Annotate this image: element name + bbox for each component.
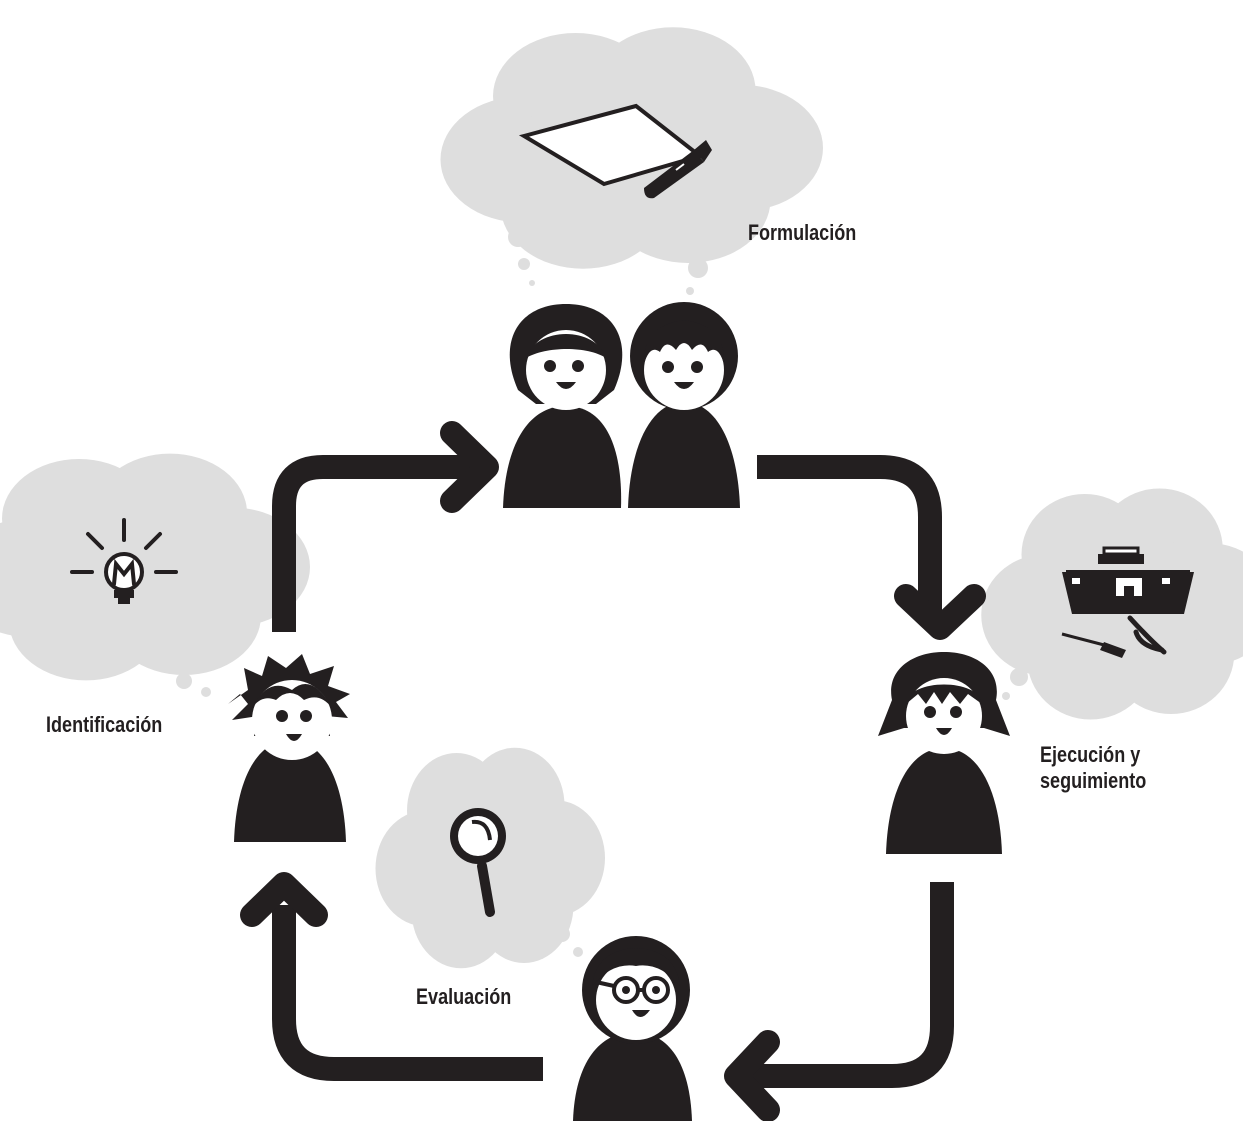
paper-and-pen-icon bbox=[518, 103, 712, 199]
thought-cloud-formulacion bbox=[440, 27, 823, 295]
thought-cloud-identificacion bbox=[0, 453, 311, 697]
thought-cloud-ejecucion bbox=[981, 488, 1243, 720]
arrow-evaluacion-to-identificacion bbox=[272, 905, 543, 1081]
arrowhead-left bbox=[724, 1030, 780, 1121]
stage-label-identificacion: Identificación bbox=[46, 712, 163, 737]
magnifying-glass-icon bbox=[450, 808, 506, 917]
arrowhead-down bbox=[894, 584, 986, 640]
person-identificacion bbox=[228, 654, 350, 842]
arrow-formulacion-to-ejecucion bbox=[757, 455, 942, 612]
arrowhead-up bbox=[240, 872, 328, 927]
thought-cloud-evaluacion bbox=[375, 747, 605, 969]
person-evaluacion bbox=[573, 936, 692, 1121]
lightbulb-icon bbox=[70, 518, 178, 604]
arrow-identificacion-to-formulacion bbox=[272, 455, 488, 632]
stage-label-evaluacion: Evaluación bbox=[416, 984, 512, 1009]
toolbox-icon bbox=[1061, 546, 1194, 658]
person-formulacion-woman bbox=[503, 304, 623, 508]
person-ejecucion bbox=[878, 652, 1010, 854]
person-formulacion-man bbox=[628, 302, 740, 508]
arrow-ejecucion-to-evaluacion bbox=[748, 882, 954, 1088]
stage-label-ejecucion: Ejecución y seguimiento bbox=[1040, 742, 1147, 793]
stage-label-formulacion: Formulación bbox=[748, 220, 857, 245]
arrowhead-right bbox=[440, 421, 499, 513]
